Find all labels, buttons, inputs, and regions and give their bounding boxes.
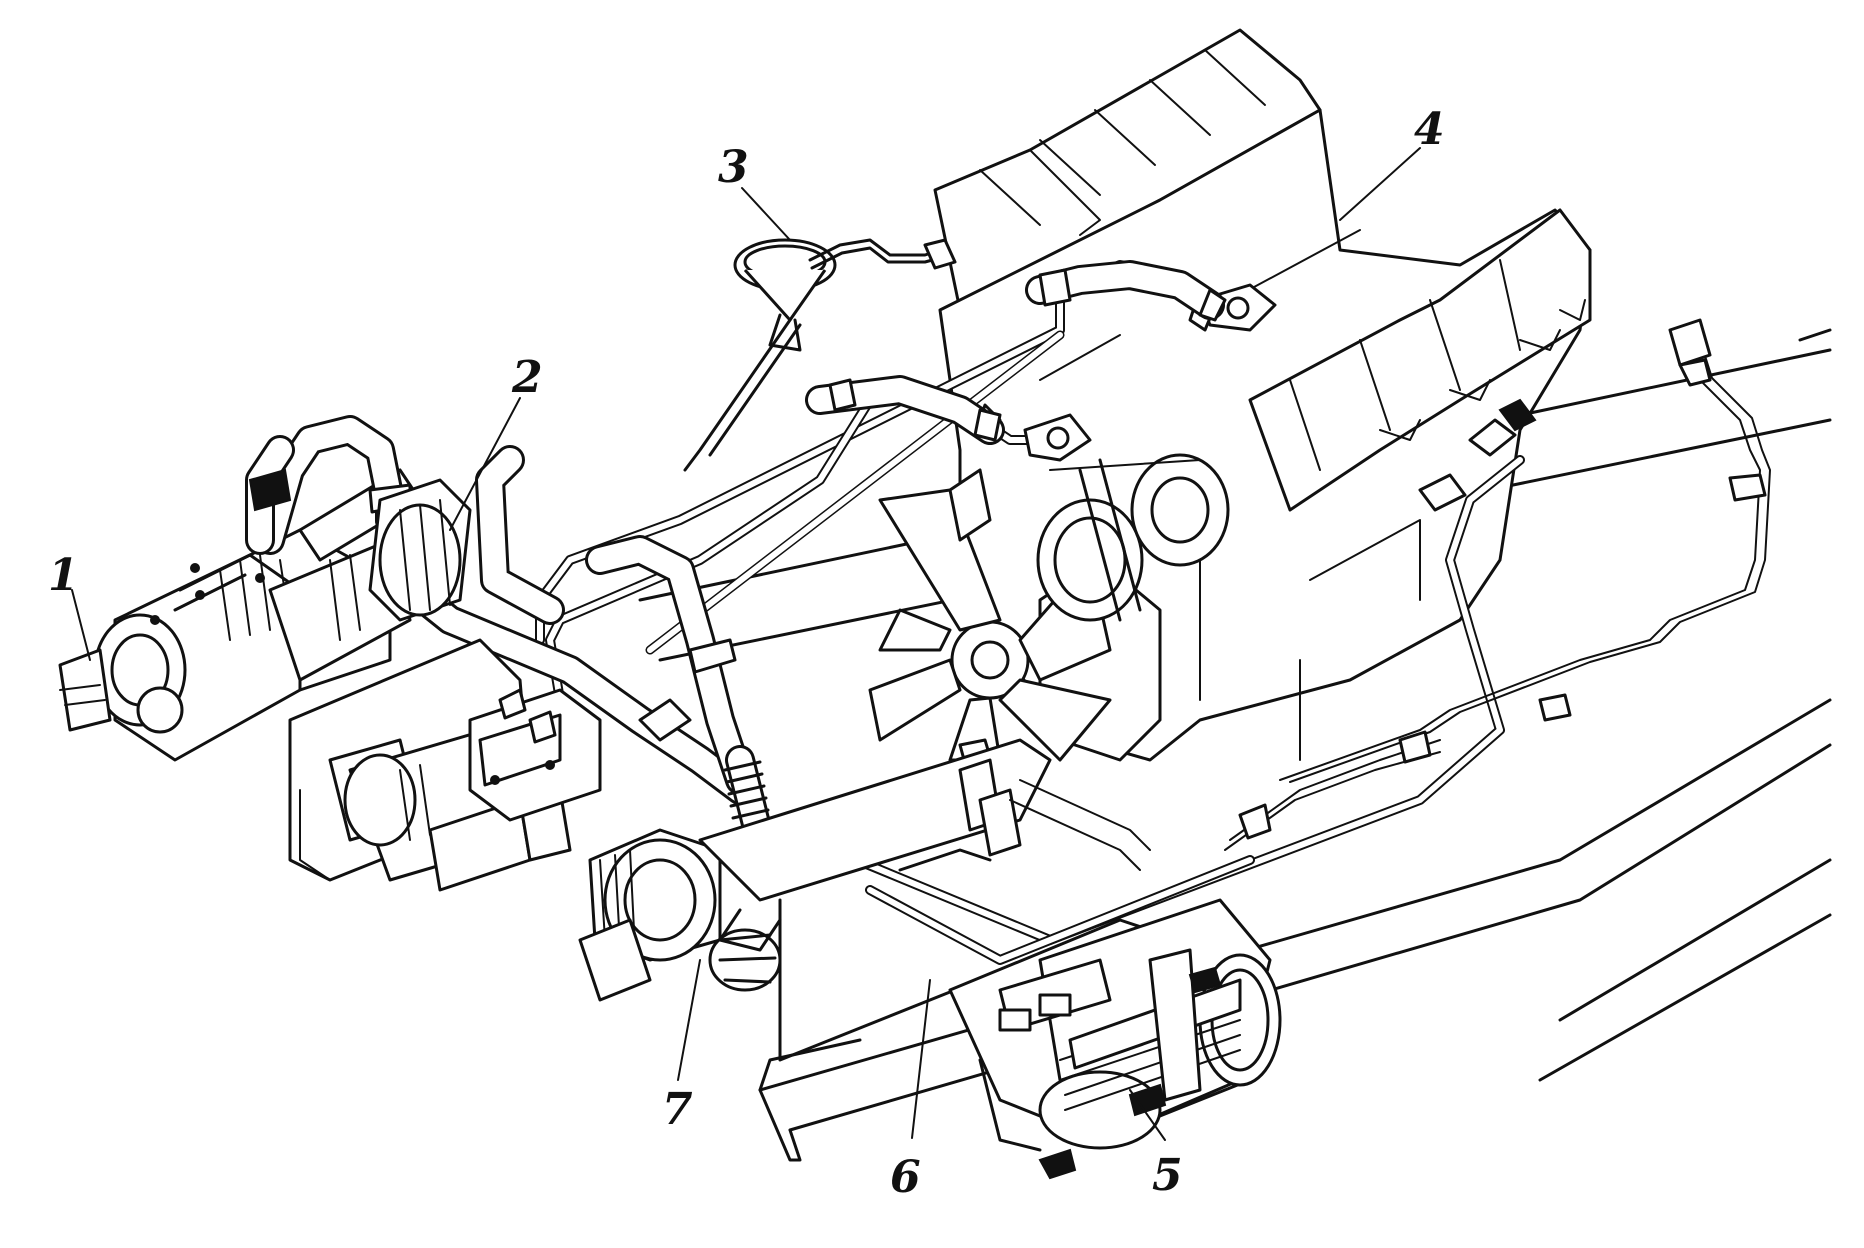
- heater-pump-unit: [58, 468, 422, 762]
- filler-funnel: [683, 238, 957, 472]
- callout-6: 6: [890, 1152, 921, 1203]
- callout-1: 1: [48, 550, 79, 601]
- callout-3: 3: [718, 142, 749, 193]
- fuel-pump: [468, 688, 602, 822]
- cross-member: [698, 738, 1082, 1062]
- callout-7: 7: [662, 1084, 693, 1135]
- callout-2: 2: [511, 352, 543, 403]
- callout-4: 4: [1414, 104, 1445, 155]
- callout-leaders: [71, 147, 1421, 1141]
- engine-fittings: [1418, 398, 1537, 512]
- callout-5: 5: [1152, 1150, 1183, 1201]
- crankshaft-pulley: [1036, 453, 1230, 622]
- heat-exchanger: [368, 478, 472, 622]
- fuel-lines: [1224, 318, 1771, 851]
- heater-5: [948, 779, 1282, 1180]
